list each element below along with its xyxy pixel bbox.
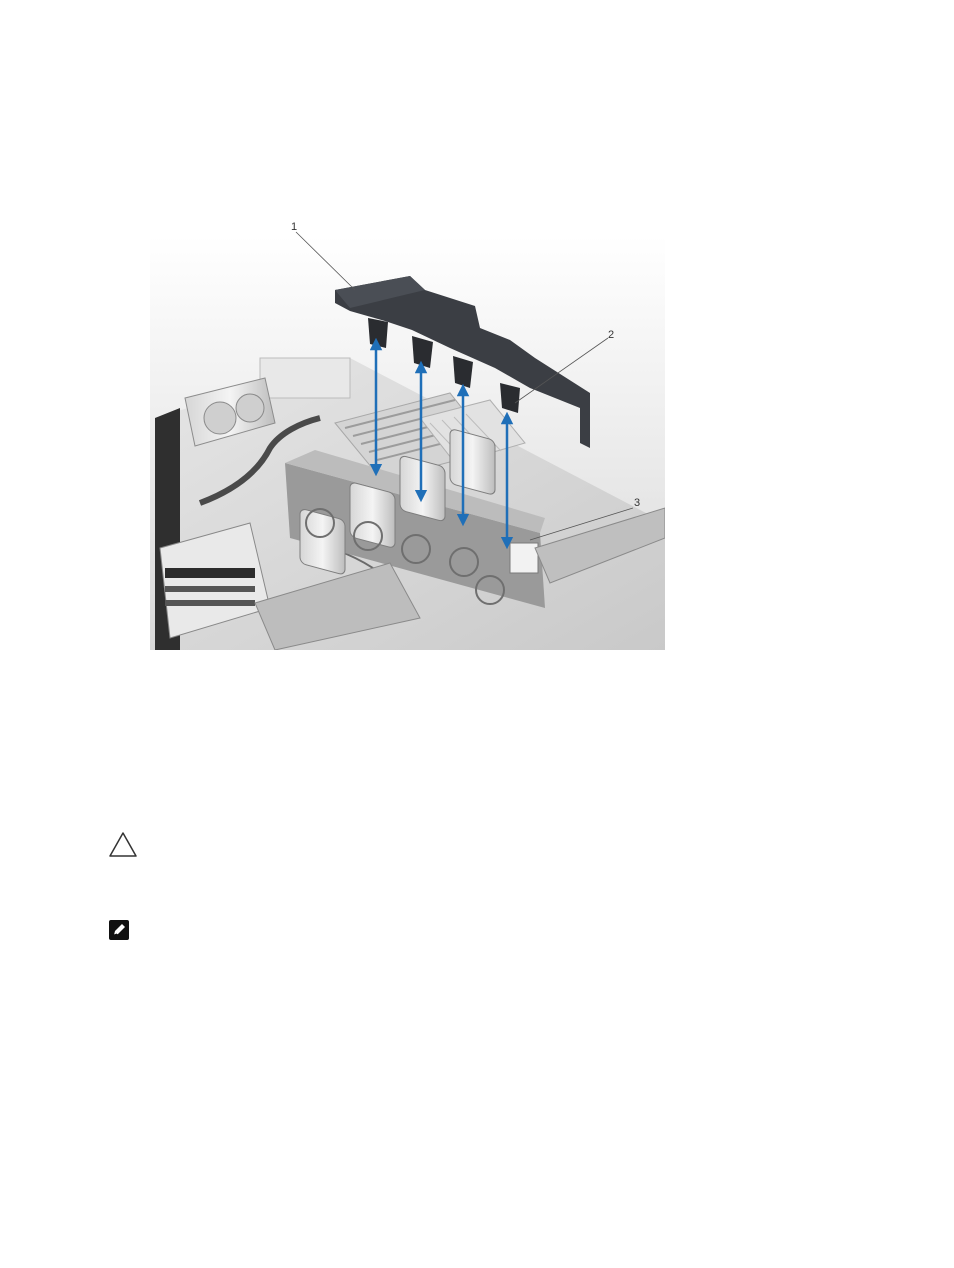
cooling-shroud-figure: 1 2 3 [150,218,665,650]
callout-number-1: 1 [291,221,297,233]
rear-board [260,358,350,398]
caution-triangle-icon [108,830,138,860]
callout-number-3: 3 [634,497,640,509]
callout-number-2: 2 [608,329,614,341]
server-chassis-illustration: 1 2 3 [150,218,665,650]
note-pencil-icon [108,919,130,941]
fan-bracket-slot [510,543,538,573]
